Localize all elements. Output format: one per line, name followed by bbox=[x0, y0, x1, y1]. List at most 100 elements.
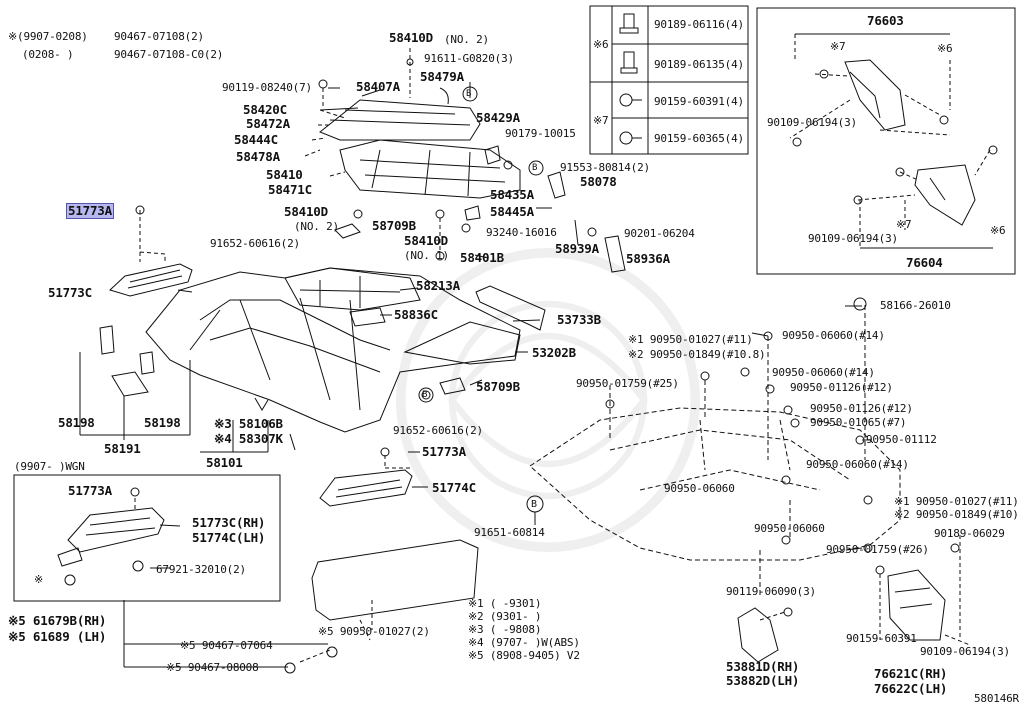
part-label[interactable]: 90109-06194(3) bbox=[808, 232, 898, 245]
part-label[interactable]: 58407A bbox=[356, 79, 400, 94]
note-top-line1-mark: ※(9907-0208) bbox=[8, 30, 88, 43]
part-label[interactable]: 90950-01759(#26) bbox=[826, 543, 929, 556]
part-label[interactable]: 90201-06204 bbox=[624, 227, 695, 240]
part-label[interactable]: 51773A bbox=[68, 483, 112, 498]
part-label[interactable]: 53202B bbox=[532, 345, 576, 360]
part-label[interactable]: ※2 90950-01849(#10.8) bbox=[628, 348, 766, 361]
part-label[interactable]: ※5 61689 (LH) bbox=[8, 629, 107, 644]
part-label[interactable]: 58435A bbox=[490, 187, 534, 202]
part-label[interactable]: 91611-G0820(3) bbox=[424, 52, 514, 65]
part-label[interactable]: 58429A bbox=[476, 110, 520, 125]
part-label[interactable]: 58198 bbox=[144, 415, 181, 430]
part-label[interactable]: 90950-01065(#7) bbox=[810, 416, 907, 429]
part-label[interactable]: 67921-32010(2) bbox=[156, 563, 246, 576]
part-label[interactable]: 58444C bbox=[234, 132, 278, 147]
part-label[interactable]: 58709B bbox=[476, 379, 520, 394]
fastener-code[interactable]: 90189-06116(4) bbox=[654, 18, 744, 31]
part-label[interactable]: ※1 90950-01027(#11) bbox=[894, 495, 1019, 508]
part-label[interactable]: 58479A bbox=[420, 69, 464, 84]
part-label[interactable]: 91652-60616(2) bbox=[393, 424, 483, 437]
fastener-code[interactable]: 90159-60391(4) bbox=[654, 95, 744, 108]
part-label[interactable]: 91651-60814 bbox=[474, 526, 545, 539]
part-label[interactable]: 90109-06194(3) bbox=[920, 645, 1010, 658]
part-label[interactable]: 58709B bbox=[372, 218, 416, 233]
part-label[interactable]: 58410 bbox=[266, 167, 303, 182]
part-label[interactable]: 51774C(LH) bbox=[192, 530, 266, 545]
part-label[interactable]: 76622C(LH) bbox=[874, 681, 948, 696]
part-label[interactable]: 76603 bbox=[867, 13, 904, 28]
part-label[interactable]: 93240-16016 bbox=[486, 226, 557, 239]
main-floor-pan bbox=[145, 267, 546, 451]
part-label[interactable]: 90950-06060 bbox=[664, 482, 735, 495]
part-label[interactable]: ※3 58106B bbox=[214, 416, 283, 431]
part-label[interactable]: 53733B bbox=[557, 312, 601, 327]
part-label[interactable]: 76621C(RH) bbox=[874, 666, 948, 681]
part-label[interactable]: 90950-01759(#25) bbox=[576, 377, 679, 390]
side-tray-51774C bbox=[319, 447, 413, 507]
part-label[interactable]: ※1 90950-01027(#11) bbox=[628, 333, 753, 346]
part-label[interactable]: 58166-26010 bbox=[880, 299, 951, 312]
part-label[interactable]: 58445A bbox=[490, 204, 534, 219]
part-label[interactable]: 90950-06060(#14) bbox=[782, 329, 885, 342]
part-label[interactable]: 90950-06060(#14) bbox=[806, 458, 909, 471]
part-label[interactable]: 58472A bbox=[246, 116, 290, 131]
part-label[interactable]: 90189-06029 bbox=[934, 527, 1005, 540]
part-label[interactable]: 58939A bbox=[555, 241, 599, 256]
part-label[interactable]: ※5 90467-08008 bbox=[166, 661, 259, 674]
part-label[interactable]: 51773C bbox=[48, 285, 92, 300]
part-label[interactable]: 58101 bbox=[206, 455, 243, 470]
part-label[interactable]: ※4 58307K bbox=[214, 431, 283, 446]
part-label[interactable]: 90950-06060(#14) bbox=[772, 366, 875, 379]
part-label[interactable]: 90159-60391 bbox=[846, 632, 917, 645]
part-label[interactable]: 51774C bbox=[432, 480, 476, 495]
part-label[interactable]: ※2 90950-01849(#10) bbox=[894, 508, 1019, 521]
part-label[interactable]: ※5 61679B(RH) bbox=[8, 613, 107, 628]
part-label[interactable]: ※5 90950-01027(2) bbox=[318, 625, 430, 638]
quarter-trim-board bbox=[123, 539, 479, 674]
side-tray-51773C bbox=[109, 205, 193, 297]
fastener-code[interactable]: 90189-06135(4) bbox=[654, 58, 744, 71]
fastener-mark-7: ※7 bbox=[593, 114, 609, 127]
part-label[interactable]: 58836C bbox=[394, 307, 438, 322]
part-label[interactable]: 76604 bbox=[906, 255, 943, 270]
watermark-emblem bbox=[396, 247, 700, 552]
part-label[interactable]: 58410D bbox=[284, 204, 328, 219]
reference-b-markers bbox=[418, 86, 544, 525]
part-label[interactable]: 90119-06090(3) bbox=[726, 585, 816, 598]
wgn-variant-frame bbox=[13, 474, 281, 602]
b-marker-label: B bbox=[422, 390, 428, 400]
bolt-icon bbox=[619, 131, 642, 145]
legend-item: ※1 ( -9301) bbox=[468, 597, 542, 610]
part-label[interactable]: 90179-10015 bbox=[505, 127, 576, 140]
part-label[interactable]: 53881D(RH) bbox=[726, 659, 800, 674]
part-label[interactable]: 58410D bbox=[404, 233, 448, 248]
part-label[interactable]: 58198 bbox=[58, 415, 95, 430]
part-label[interactable]: 90950-01126(#12) bbox=[790, 381, 893, 394]
part-label[interactable]: 90950-01112 bbox=[866, 433, 937, 446]
part-label[interactable]: 58213A bbox=[416, 278, 460, 293]
part-label[interactable]: 51773C(RH) bbox=[192, 515, 266, 530]
part-label[interactable]: 58936A bbox=[626, 251, 670, 266]
part-label-51773A-selected[interactable]: 51773A bbox=[66, 203, 114, 219]
part-label[interactable]: 58471C bbox=[268, 182, 312, 197]
part-label[interactable]: 58401B bbox=[460, 250, 504, 265]
underbody-outline bbox=[529, 305, 901, 598]
fender-liner-shield bbox=[737, 607, 793, 663]
part-label[interactable]: 90950-01126(#12) bbox=[810, 402, 913, 415]
part-label[interactable]: 90950-06060 bbox=[754, 522, 825, 535]
grommets bbox=[605, 297, 960, 575]
part-label[interactable]: 58410D bbox=[389, 30, 433, 45]
part-label[interactable]: 91553-80814(2) bbox=[560, 161, 650, 174]
part-label[interactable]: ※5 90467-07064 bbox=[180, 639, 273, 652]
part-label[interactable]: 91652-60616(2) bbox=[210, 237, 300, 250]
part-label[interactable]: 90109-06194(3) bbox=[767, 116, 857, 129]
part-label[interactable]: 90119-08240(7) bbox=[222, 81, 312, 94]
part-label[interactable]: 53882D(LH) bbox=[726, 673, 800, 688]
part-label[interactable]: 58420C bbox=[243, 102, 287, 117]
part-label[interactable]: 51773A bbox=[422, 444, 466, 459]
part-label[interactable]: 58478A bbox=[236, 149, 280, 164]
fastener-code[interactable]: 90159-60365(4) bbox=[654, 132, 744, 145]
part-label[interactable]: 58191 bbox=[104, 441, 141, 456]
part-label[interactable]: 58078 bbox=[580, 174, 617, 189]
